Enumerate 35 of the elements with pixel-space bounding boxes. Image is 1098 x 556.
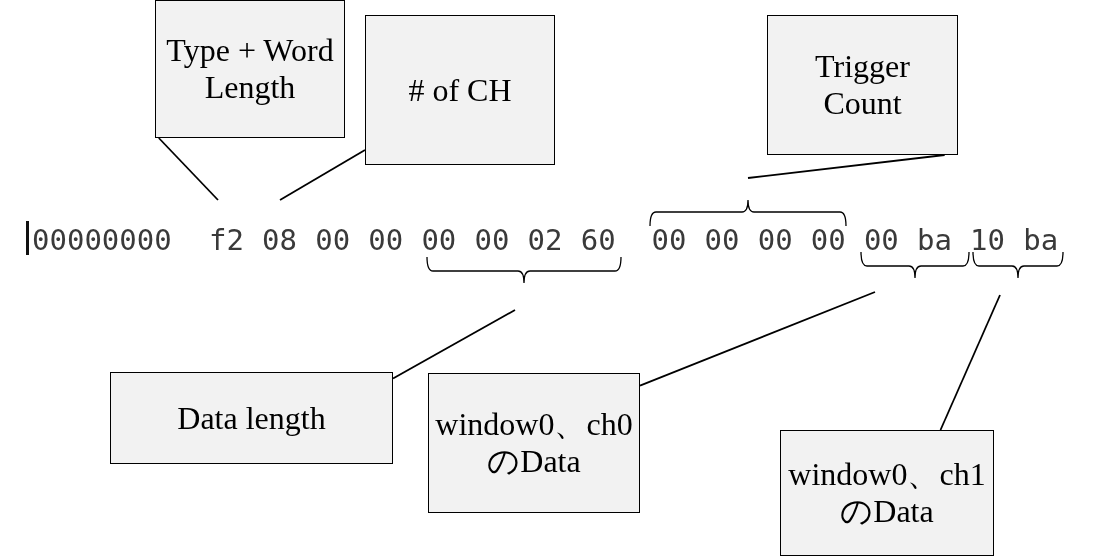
- hex-value: 02: [527, 226, 563, 255]
- hex-value: 08: [262, 226, 297, 255]
- callout-text: Trigger Count: [814, 48, 911, 122]
- hex-value: 10: [970, 226, 1005, 255]
- callout-box: [110, 372, 393, 464]
- hex-value: 00: [421, 226, 457, 255]
- hex-value: 00: [704, 226, 740, 255]
- hex-value: 60: [580, 226, 616, 255]
- hex-value: 00: [810, 226, 846, 255]
- hex-value: 00: [368, 226, 404, 255]
- callout-text: Data length: [177, 399, 326, 437]
- callout-text: window0、ch1 のData: [787, 456, 987, 530]
- hex-value: ba: [1023, 226, 1059, 255]
- callout-box: [365, 15, 555, 165]
- hex-value: 00: [757, 226, 793, 255]
- callout-text: # of CH: [408, 71, 512, 109]
- callout-box: [155, 0, 345, 138]
- callout-box: [767, 15, 958, 155]
- leader-line: [639, 291, 876, 387]
- leader-line: [747, 154, 946, 179]
- hex-value: 00: [315, 226, 351, 255]
- hex-value: 00: [474, 226, 510, 255]
- hex-value: ba: [917, 226, 952, 255]
- leader-line: [279, 149, 366, 201]
- leader-line: [392, 309, 516, 380]
- callout-box: [428, 373, 640, 513]
- leader-line: [939, 294, 1001, 431]
- callout-text: Type + Word Length: [165, 32, 335, 106]
- leader-line: [157, 137, 219, 201]
- hex-value: 00: [651, 226, 687, 255]
- callout-box: [780, 430, 994, 556]
- hex-value: 00: [863, 226, 899, 255]
- hex-value: 00000000: [32, 226, 172, 255]
- callout-text: window0、ch0 のData: [435, 406, 633, 480]
- hex-value: f2: [209, 226, 244, 255]
